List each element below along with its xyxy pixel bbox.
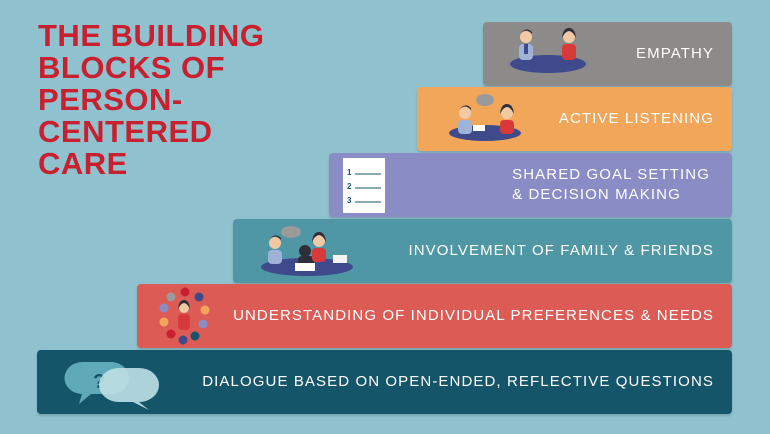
title-line: THE BUILDING	[38, 18, 265, 53]
step-dialogue: ? DIALOGUE BASED ON OPEN-ENDED, REFLECTI…	[37, 350, 732, 414]
list-number: 1	[347, 168, 352, 177]
numbered-checklist-icon: 1 2 3	[343, 158, 385, 214]
family-meeting-icon	[255, 219, 365, 283]
step-empathy: EMPATHY	[483, 22, 732, 86]
step-shared-goal-setting: 1 2 3 SHARED GOAL SETTING & DECISION MAK…	[329, 153, 732, 217]
step-label: UNDERSTANDING OF INDIVIDUAL PREFERENCES …	[233, 307, 714, 324]
step-label: SHARED GOAL SETTING & DECISION MAKING	[512, 166, 710, 203]
step-label: EMPATHY	[636, 45, 714, 62]
person-with-preferences-circle-icon	[155, 284, 215, 348]
diagram-title: THE BUILDING BLOCKS OF PERSON- CENTERED …	[38, 20, 298, 180]
step-label: INVOLVEMENT OF FAMILY & FRIENDS	[408, 242, 714, 259]
conversation-at-table-icon	[433, 87, 533, 151]
step-understanding-preferences: UNDERSTANDING OF INDIVIDUAL PREFERENCES …	[137, 284, 732, 348]
two-people-at-table-icon	[503, 22, 593, 86]
step-involvement-of-family: INVOLVEMENT OF FAMILY & FRIENDS	[233, 219, 732, 283]
step-active-listening: ACTIVE LISTENING	[417, 87, 732, 151]
list-number: 2	[347, 182, 352, 191]
title-line: CENTERED	[38, 114, 213, 149]
title-line: BLOCKS OF	[38, 50, 226, 85]
title-line: CARE	[38, 146, 128, 181]
question-speech-bubbles-icon: ?	[59, 350, 169, 414]
title-line: PERSON-	[38, 82, 183, 117]
step-label: DIALOGUE BASED ON OPEN-ENDED, REFLECTIVE…	[202, 373, 714, 390]
list-number: 3	[347, 196, 352, 205]
step-label: ACTIVE LISTENING	[558, 110, 714, 127]
